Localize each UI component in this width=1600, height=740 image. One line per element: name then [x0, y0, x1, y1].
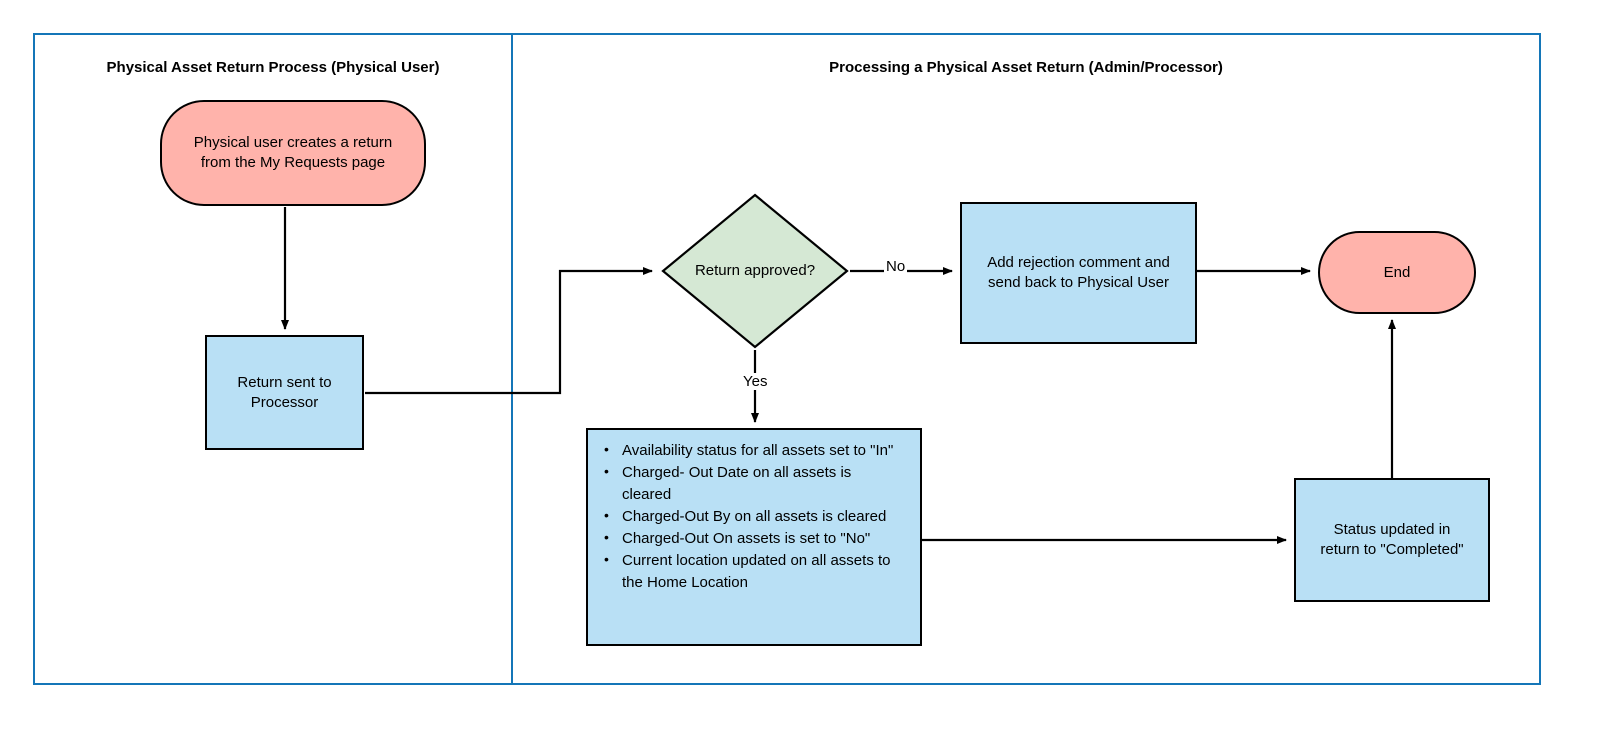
- asset-updates-list: Availability status for all assets set t…: [588, 440, 910, 593]
- node-decision-label: Return approved?: [694, 262, 816, 280]
- list-item: Charged-Out On assets is set to "No": [604, 528, 904, 549]
- node-return-sent-to-processor[interactable]: Return sent to Processor: [205, 335, 364, 450]
- diamond-shape: [661, 193, 849, 349]
- lane-divider: [511, 34, 513, 685]
- node-status-label: Status updated in return to "Completed": [1320, 521, 1464, 558]
- node-decision-return-approved[interactable]: Return approved?: [661, 193, 849, 349]
- node-start-create-return[interactable]: Physical user creates a return from the …: [160, 100, 426, 206]
- edge-label-yes: Yes: [741, 373, 770, 390]
- list-item: Availability status for all assets set t…: [604, 440, 904, 461]
- node-add-rejection-comment[interactable]: Add rejection comment and send back to P…: [960, 202, 1197, 344]
- node-end-label: End: [1383, 263, 1411, 281]
- node-start-label: Physical user creates a return from the …: [193, 134, 393, 171]
- node-asset-updates[interactable]: Availability status for all assets set t…: [586, 428, 922, 646]
- node-end[interactable]: End: [1318, 231, 1476, 314]
- list-item: Current location updated on all assets t…: [604, 550, 904, 593]
- list-item: Charged- Out Date on all assets is clear…: [604, 462, 904, 505]
- node-status-updated-completed[interactable]: Status updated in return to "Completed": [1294, 478, 1490, 602]
- lane-title-physical-user: Physical Asset Return Process (Physical …: [106, 59, 440, 76]
- edge-label-no: No: [884, 258, 908, 275]
- node-return-sent-label: Return sent to Processor: [237, 373, 332, 411]
- lane-title-admin-processor: Processing a Physical Asset Return (Admi…: [829, 59, 1223, 76]
- list-item: Charged-Out By on all assets is cleared: [604, 506, 904, 527]
- node-rejection-label: Add rejection comment and send back to P…: [987, 254, 1170, 291]
